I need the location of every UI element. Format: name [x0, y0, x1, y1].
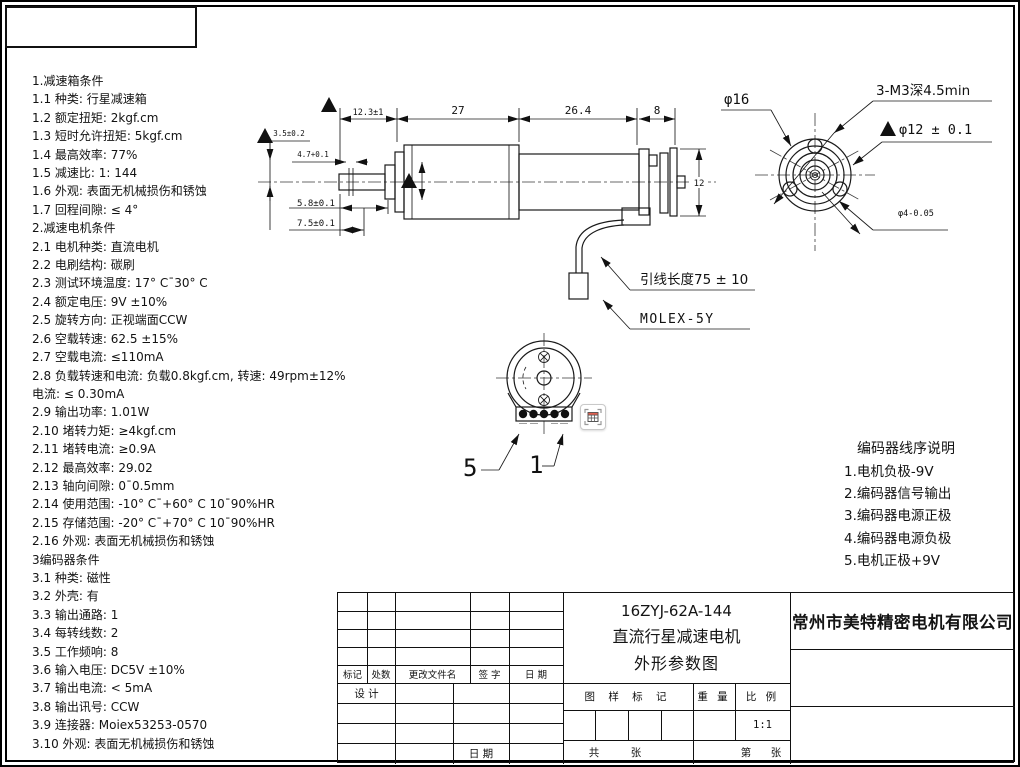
spec-line: 2.9 输出功率: 1.01W — [32, 405, 150, 420]
spec-line: 2.8 负载转速和电流: 负载0.8kgf.cm, 转速: 49rpm±12% — [32, 368, 346, 383]
datum-flag-icon — [257, 128, 273, 143]
spec-line: 1.3 短时允许扭矩: 5kgf.cm — [32, 129, 183, 144]
spec-line: 3.7 输出电流: < 5mA — [32, 681, 153, 696]
tb-total-prefix: 共 — [588, 746, 600, 759]
spec-line: 3编码器条件 — [32, 552, 100, 567]
encoder-note-item: 5.电机正极+9V — [844, 552, 941, 569]
tb-product-name: 直流行星减速电机 — [612, 627, 741, 646]
shaft-dia-label: φ4-0.05 — [898, 209, 934, 219]
spec-line: 2.15 存储范围: -20° C¯+70° C 10¯90%HR — [32, 515, 275, 530]
bolt-circle-label: φ12 ± 0.1 — [899, 122, 972, 138]
pin1-label: 1 — [529, 451, 543, 479]
spec-line: 2.减速电机条件 — [32, 221, 116, 236]
spec-text-block: 1.减速箱条件 1.1 种类: 行星减速箱 1.2 额定扭矩: 2kgf.cm 1.3… — [32, 72, 362, 753]
dim-7-5: 7.5±0.1 — [297, 219, 335, 229]
spec-line: 2.1 电机种类: 直流电机 — [32, 239, 159, 254]
encoder-note-item: 1.电机负极-9V — [844, 464, 934, 480]
encoder-note-item: 4.编码器电源负极 — [844, 530, 952, 547]
tb-date-label: 日 期 — [468, 748, 494, 760]
spec-line: 1.5 减速比: 1: 144 — [32, 166, 138, 181]
tb-sheet-prefix: 第 — [740, 746, 752, 759]
tb-rev-count: 处数 — [371, 670, 391, 681]
tb-company-name: 常州市美特精密电机有限公司 — [792, 613, 1013, 632]
dim-3-5: 3.5±0.2 — [273, 129, 305, 138]
side-view: 12.3±1 27 26.4 8 3.5±0.2 4.7+0.1 5.8±0.1… — [257, 97, 755, 330]
tb-stamp-label: 图 样 标 记 — [584, 691, 672, 703]
drawing-frame — [5, 5, 1015, 762]
rear-view: 5 1 — [463, 333, 592, 482]
molex-label: MOLEX-5Y — [640, 312, 715, 327]
tb-rev-date: 日 期 — [524, 670, 548, 681]
tb-scale-value: 1:1 — [753, 719, 772, 731]
encoder-note-title: 编码器线序说明 — [857, 441, 955, 457]
spec-line: 3.10 外观: 表面无机械损伤和锈蚀 — [32, 736, 215, 751]
dim-26-4: 26.4 — [565, 104, 592, 117]
spec-line: 3.6 输入电压: DC5V ±10% — [32, 663, 185, 677]
spec-line: 1.7 回程间隙: ≤ 4° — [32, 202, 139, 217]
dim-5-8: 5.8±0.1 — [297, 199, 335, 209]
spec-line: 2.4 额定电压: 9V ±10% — [32, 294, 168, 309]
spec-line: 2.6 空载转速: 62.5 ±15% — [32, 331, 179, 346]
encoder-note-item: 2.编码器信号输出 — [844, 486, 952, 503]
thread-label: 3-M3深4.5min — [876, 83, 970, 99]
spec-line: 2.5 旋转方向: 正视端面CCW — [32, 313, 188, 328]
dim-12-3: 12.3±1 — [353, 108, 384, 118]
outer-dia-label: φ16 — [724, 92, 749, 108]
tb-rev-mark: 标记 — [342, 670, 362, 681]
datum-flag-icon — [401, 173, 417, 188]
spec-line: 3.1 种类: 磁性 — [32, 570, 111, 585]
tb-design-label: 设 计 — [354, 687, 379, 700]
tb-model: 16ZYJ-62A-144 — [621, 602, 732, 620]
spec-line: 2.16 外观: 表面无机械损伤和锈蚀 — [32, 534, 215, 549]
spec-line: 1.2 额定扭矩: 2kgf.cm — [32, 110, 159, 125]
spec-line: 3.9 连接器: Moiex53253-0570 — [32, 718, 208, 733]
dim-12: 12 — [694, 179, 705, 189]
spec-line: 1.4 最高效率: 77% — [32, 147, 138, 162]
dim-8: 8 — [654, 104, 661, 117]
spec-line: 3.8 输出讯号: CCW — [32, 699, 140, 714]
spec-line: 1.减速箱条件 — [32, 74, 104, 88]
tb-rev-file: 更改文件名 — [408, 670, 457, 681]
spec-line: 2.13 轴向间隙: 0¯0.5mm — [32, 478, 175, 493]
spec-line: 2.3 测试环境温度: 17° C¯30° C — [32, 276, 208, 291]
tb-rev-sign: 签 字 — [478, 670, 501, 681]
spec-line: 1.1 种类: 行星减速箱 — [32, 92, 147, 107]
front-view: φ16 3-M3深4.5min φ12 ± 0.1 φ4-0.05 — [721, 83, 992, 251]
spec-line: 3.5 工作频响: 8 — [32, 644, 119, 659]
encoder-note: 编码器线序说明 1.电机负极-9V 2.编码器信号输出 3.编码器电源正极 4.编码器… — [844, 438, 1018, 572]
encoder-note-list: 1.电机负极-9V 2.编码器信号输出 3.编码器电源正极 4.编码器电源负极 5.电机… — [844, 461, 1018, 572]
tb-title-area: 16ZYJ-62A-144 直流行星减速电机 外形参数图 — [563, 593, 790, 683]
spec-line: 3.4 每转线数: 2 — [32, 626, 119, 641]
datum-flag-icon — [880, 121, 896, 136]
title-block: 标记 处数 更改文件名 签 字 日 期 设 计 日 期 16ZYJ-62A-14… — [337, 592, 1015, 764]
spec-line: 2.11 堵转电流: ≥0.9A — [32, 442, 156, 457]
spec-line: 1.6 外观: 表面无机械损伤和锈蚀 — [32, 184, 207, 199]
spec-line: 2.14 使用范围: -10° C¯+60° C 10¯90%HR — [32, 497, 275, 512]
tb-sheet-suffix: 张 — [770, 746, 782, 759]
lead-length-label: 引线长度75 ± 10 — [640, 272, 748, 288]
tb-drawing-type: 外形参数图 — [633, 654, 719, 673]
datum-flag-icon — [321, 97, 337, 112]
spec-line: 3.3 输出通路: 1 — [32, 607, 119, 622]
spec-line: 3.2 外壳: 有 — [32, 589, 99, 604]
spec-line: 2.10 堵转力矩: ≥4kgf.cm — [32, 423, 177, 438]
tb-weight-label: 重 量 — [697, 691, 731, 703]
dim-4-7: 4.7+0.1 — [297, 150, 329, 159]
spec-line: 2.7 空载电流: ≤110mA — [32, 350, 164, 365]
dim-27: 27 — [451, 104, 464, 117]
pin5-label: 5 — [463, 454, 477, 482]
table-extract-icon[interactable] — [580, 404, 606, 430]
spec-line: 电流: ≤ 0.30mA — [32, 386, 125, 401]
spec-line: 2.2 电刷结构: 碳刷 — [32, 258, 135, 273]
spec-line: 2.12 最高效率: 29.02 — [32, 460, 153, 475]
encoder-note-item: 3.编码器电源正极 — [844, 508, 952, 525]
tb-scale-label: 比 例 — [745, 691, 780, 703]
tb-total-suffix: 张 — [630, 746, 642, 759]
corner-box — [5, 6, 197, 48]
